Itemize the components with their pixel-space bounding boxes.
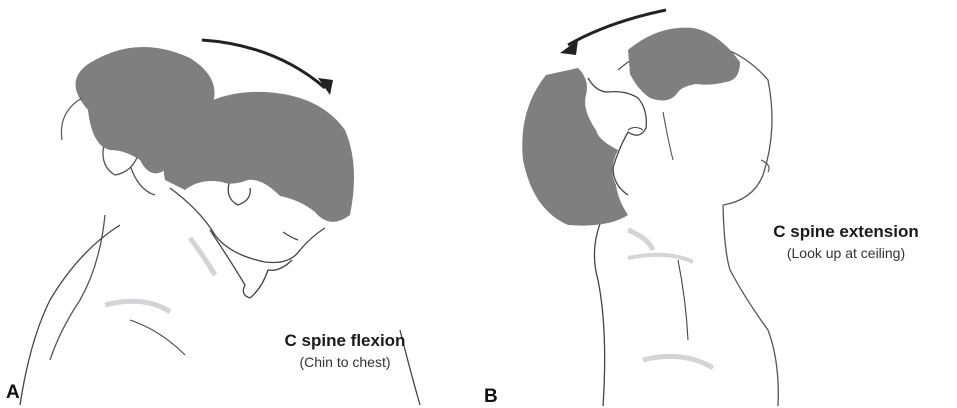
caption-subtitle: (Chin to chest)	[250, 354, 440, 370]
caption-subtitle: (Look up at ceiling)	[746, 245, 946, 261]
figure-upright	[618, 28, 778, 406]
flexion-arrow	[202, 40, 333, 95]
caption-flexion: C spine flexion (Chin to chest)	[250, 331, 440, 370]
panel-flexion: C spine flexion (Chin to chest) A	[0, 0, 478, 406]
figure-extended	[522, 68, 713, 406]
caption-title: C spine flexion	[250, 331, 440, 351]
panel-letter: A	[6, 382, 20, 404]
caption-extension: C spine extension (Look up at ceiling)	[746, 222, 946, 261]
panel-extension: C spine extension (Look up at ceiling) B	[478, 0, 957, 406]
extension-illustration	[478, 0, 957, 406]
caption-title: C spine extension	[746, 222, 946, 242]
panel-letter: B	[484, 386, 498, 408]
